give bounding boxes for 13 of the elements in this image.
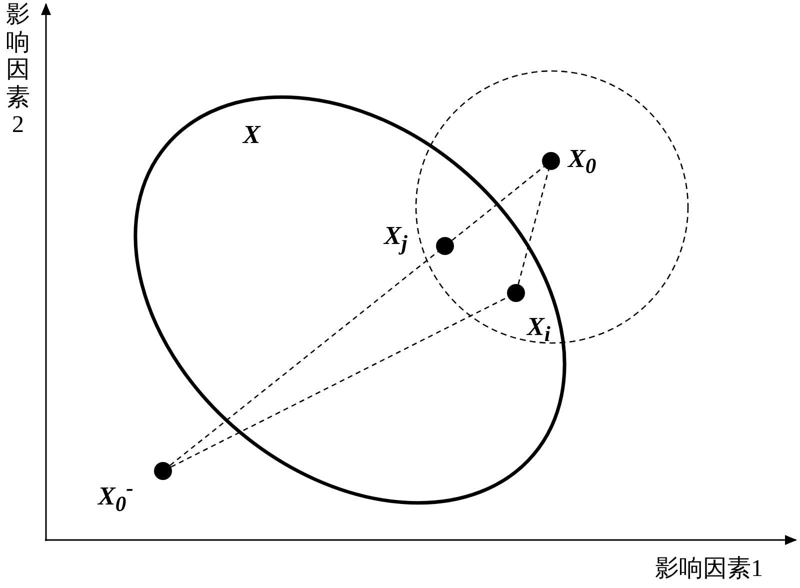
point-label: X$_{0}$ [568,146,596,178]
axis-title: 影响因素2 [5,2,31,140]
dashed-line [452,166,544,241]
point-dot [542,152,560,170]
dashed-line [170,251,438,466]
point-dot [507,284,525,302]
axis-title: 影响因素1 [655,556,763,584]
point-label: X$_{i}$ [527,314,550,346]
point-label: X$_{j}$ [384,223,408,255]
point-dot [154,462,172,480]
dashed-line [518,170,550,284]
region-label: X [243,122,260,148]
point-dot [436,237,454,255]
